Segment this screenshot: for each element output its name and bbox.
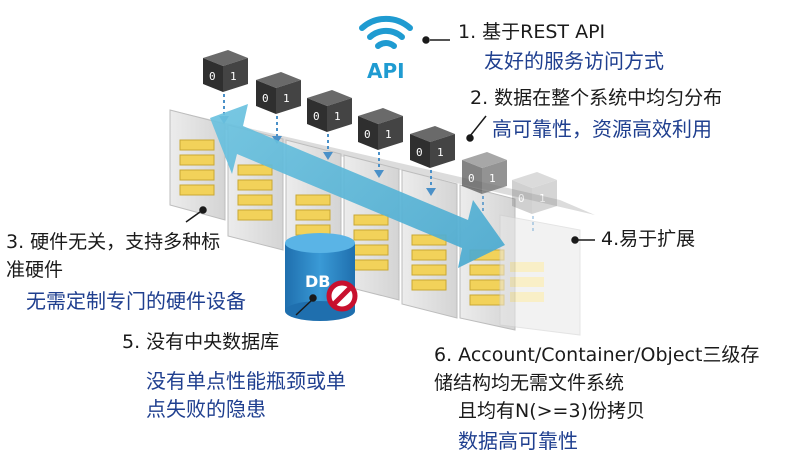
server-node-icon (499, 214, 581, 336)
cube-label-1: 1 (230, 70, 237, 83)
cube-label-1: 1 (334, 110, 341, 123)
cube-label-0: 0 (209, 70, 216, 83)
feature-3-title-line1: 3. 硬件无关，支持多种标 (6, 231, 221, 253)
feature-1-desc: 友好的服务访问方式 (484, 49, 664, 73)
cube-label-1: 1 (539, 192, 546, 205)
feature-6-desc: 数据高可靠性 (458, 429, 578, 453)
object-cube-icon: 0 1 (203, 50, 248, 124)
feature-2-title: 2. 数据在整个系统中均匀分布 (470, 87, 723, 109)
object-cubes: 0 1 0 1 0 1 0 1 (203, 50, 557, 234)
feature-5-desc-line1: 没有单点性能瓶颈或单 (146, 369, 346, 393)
api-label: API (367, 59, 405, 83)
bidirectional-arrow-icon (210, 104, 505, 268)
feature-6-title-line3: 且均有N(>=3)份拷贝 (458, 400, 645, 422)
cube-label-0: 0 (468, 172, 475, 185)
cube-label-0: 0 (364, 128, 371, 141)
cube-label-1: 1 (283, 92, 290, 105)
feature-4-title: 4.易于扩展 (601, 228, 696, 250)
feature-5-desc-line2: 点失败的隐患 (146, 397, 266, 421)
object-cube-icon: 0 1 (512, 172, 557, 234)
cube-label-0: 0 (313, 110, 320, 123)
feature-6-title-line1: 6. Account/Container/Object三级存 (434, 344, 760, 366)
feature-3-desc: 无需定制专门的硬件设备 (26, 289, 246, 313)
feature-2-desc: 高可靠性，资源高效利用 (492, 117, 712, 141)
object-cube-icon: 0 1 (410, 126, 455, 196)
connector-lines (185, 36, 595, 316)
db-label: DB (305, 272, 330, 291)
cube-label-0: 0 (518, 192, 525, 205)
cube-label-0: 0 (262, 92, 269, 105)
cube-label-0: 0 (416, 146, 423, 159)
feature-3-title-line2: 准硬件 (6, 259, 64, 281)
object-cube-icon: 0 1 (256, 72, 301, 144)
feature-6-title-line2: 储结构均无需文件系统 (434, 372, 625, 394)
object-cube-icon: 0 1 (462, 152, 507, 214)
cube-label-1: 1 (489, 172, 496, 185)
object-cube-icon: 0 1 (358, 108, 403, 178)
server-node-icon (169, 109, 226, 221)
cube-label-1: 1 (385, 128, 392, 141)
feature-5-title: 5. 没有中央数据库 (122, 331, 280, 353)
cube-label-1: 1 (437, 146, 444, 159)
wifi-icon (359, 15, 413, 49)
no-entry-icon (326, 280, 358, 312)
object-cube-icon: 0 1 (307, 90, 352, 160)
feature-1-title: 1. 基于REST API (458, 21, 606, 43)
